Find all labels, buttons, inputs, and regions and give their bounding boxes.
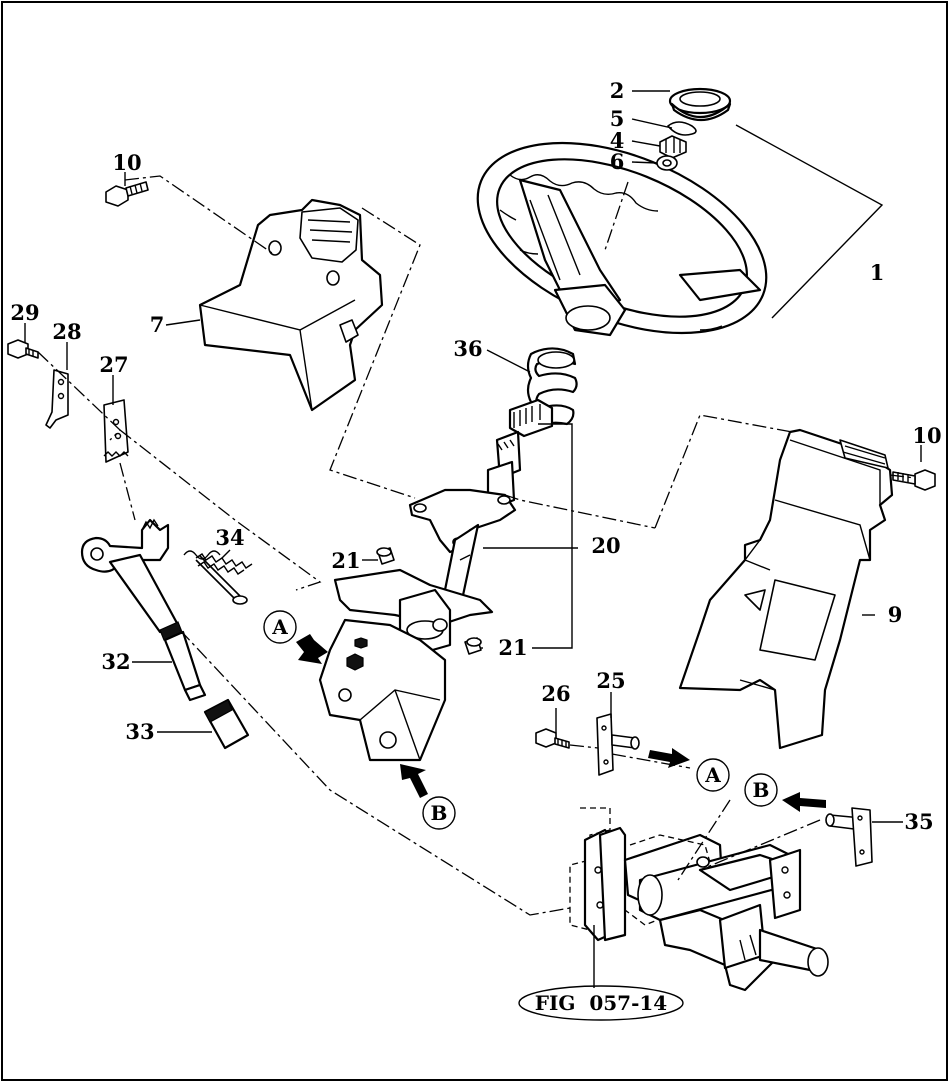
spring-34 <box>183 550 253 605</box>
callout-33: 33 <box>125 719 154 744</box>
callout-21-upper: 21 <box>331 548 360 573</box>
view-marker-a-right <box>696 758 730 792</box>
callout-6: 6 <box>610 149 625 174</box>
bolt-10-right <box>892 469 936 491</box>
callout-10-right: 10 <box>912 423 941 448</box>
arrow-a-left <box>296 634 328 664</box>
callout-5: 5 <box>610 106 625 131</box>
callout-10-left: 10 <box>112 150 141 175</box>
callout-9: 9 <box>888 602 903 627</box>
knob-33 <box>203 698 250 750</box>
view-letter-b-left: B <box>431 801 448 825</box>
pin-25 <box>596 713 640 776</box>
washer <box>656 155 678 171</box>
view-marker-b-right <box>744 773 778 807</box>
ratchet-lever-32 <box>80 518 207 702</box>
callout-7: 7 <box>150 312 165 337</box>
callout-29: 29 <box>10 300 39 325</box>
lower-cover <box>678 428 894 750</box>
view-letter-b-right: B <box>753 778 770 802</box>
figure-reference-oval <box>518 985 684 1021</box>
callout-27: 27 <box>99 352 128 377</box>
bushing-21-upper <box>376 547 395 565</box>
plate-27 <box>103 399 129 463</box>
callout-36: 36 <box>453 336 482 361</box>
callout-4: 4 <box>610 128 625 153</box>
view-letter-a-right: A <box>704 763 721 787</box>
bolt-10-left <box>105 181 149 207</box>
bolt-29 <box>7 339 39 359</box>
bolt-26 <box>535 728 570 749</box>
reference-assembly-057-14 <box>569 807 829 992</box>
view-marker-a-left <box>263 610 297 644</box>
horn-cap <box>668 87 732 122</box>
cotter-pin <box>667 121 697 136</box>
steering-column <box>318 347 578 762</box>
arrow-a-right <box>648 748 690 768</box>
steering-wheel <box>476 141 768 337</box>
arrow-b-left <box>400 764 428 798</box>
bushing-21-lower <box>464 637 482 655</box>
callout-34: 34 <box>215 525 244 550</box>
upper-cover <box>198 198 384 412</box>
view-marker-b-left <box>422 796 456 830</box>
castle-nut <box>659 135 687 159</box>
callout-28: 28 <box>52 319 81 344</box>
callout-20: 20 <box>591 533 620 558</box>
arrow-b-right <box>782 792 826 812</box>
bracket-28 <box>45 369 69 429</box>
pin-35 <box>825 807 873 867</box>
callout-35: 35 <box>904 809 933 834</box>
callout-2: 2 <box>610 78 625 103</box>
callout-1: 1 <box>870 260 885 285</box>
callout-25: 25 <box>596 668 625 693</box>
callout-21-lower: 21 <box>498 635 527 660</box>
callout-26: 26 <box>541 681 570 706</box>
view-letter-a-left: A <box>271 615 288 639</box>
callout-32: 32 <box>101 649 130 674</box>
figure-reference-label: FIG 057-14 <box>535 991 668 1015</box>
